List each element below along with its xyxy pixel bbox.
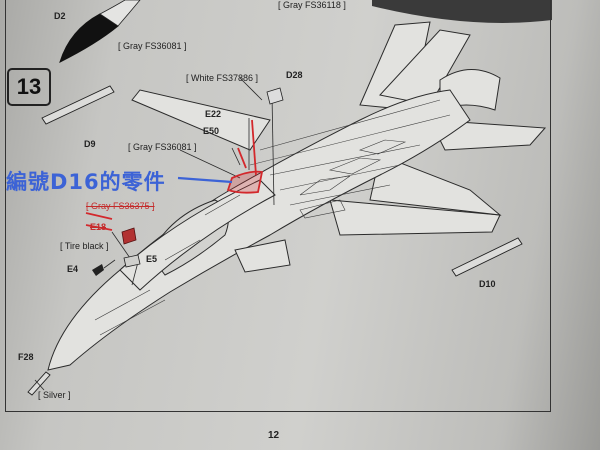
label-d2: D2 [54, 11, 66, 21]
photo-corner [372, 0, 552, 23]
label-silver: [ Silver ] [38, 390, 71, 400]
part-e4 [92, 264, 104, 276]
label-e4: E4 [67, 264, 79, 274]
label-e50: E50 [203, 126, 220, 136]
label-gray-fs36081-top: [ Gray FS36081 ] [118, 41, 187, 51]
label-e18-struck: E18 [90, 222, 107, 232]
label-gray-fs36081-mid: [ Gray FS36081 ] [128, 142, 197, 152]
part-e5 [123, 254, 141, 268]
page-number: 12 [268, 430, 280, 441]
instruction-frame [5, 0, 551, 412]
label-f28: F28 [18, 352, 34, 362]
label-gray-fs36375-struck: [ Gray FS36375 ] [86, 201, 155, 211]
red-annotation-marks [85, 119, 264, 231]
label-d28: D28 [286, 70, 303, 80]
label-d10: D10 [479, 279, 496, 289]
blue-annotation-arrow [177, 176, 233, 184]
part-d9 [41, 85, 115, 125]
part-d28 [266, 87, 284, 105]
part-d10 [451, 237, 523, 277]
label-d9: D9 [84, 139, 96, 149]
part-f28 [27, 371, 51, 396]
label-tire-black: [ Tire black ] [60, 241, 109, 251]
label-gray-fs36118: [ Gray FS36118 ] [278, 0, 346, 10]
label-e22: E22 [205, 109, 222, 119]
part-e18 [121, 227, 137, 245]
step-number-box: 13 [7, 68, 51, 106]
label-white-fs37886: [ White FS37886 ] [186, 73, 259, 83]
label-e5: E5 [146, 254, 158, 264]
annotation-part-d16: 編號D16的零件 [6, 170, 166, 194]
